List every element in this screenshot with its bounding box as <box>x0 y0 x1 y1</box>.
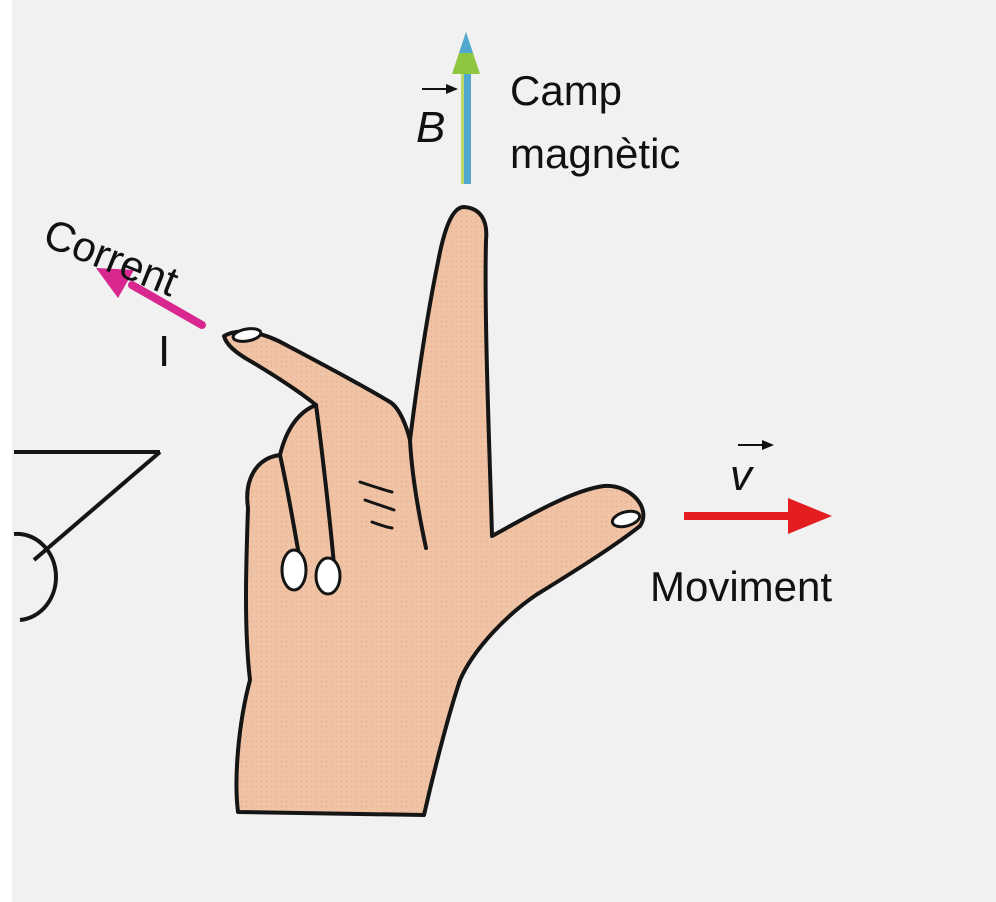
vector-arrow-icon <box>738 440 774 450</box>
b-symbol: B <box>416 103 446 152</box>
i-symbol: I <box>158 327 171 376</box>
hand-icon <box>222 205 646 817</box>
movement-label: Moviment <box>650 563 833 610</box>
current-arrow-icon <box>96 268 206 329</box>
field-label-line2: magnètic <box>510 130 681 177</box>
apparatus-fragment <box>13 450 162 622</box>
vector-arrow-icon <box>422 84 458 94</box>
field-arrow-icon <box>452 32 480 184</box>
movement-arrow-icon <box>684 498 832 534</box>
v-symbol: v <box>730 451 752 500</box>
v-vector-symbol: v <box>728 438 778 508</box>
scanned-page-background <box>12 0 996 902</box>
field-label-line1: Camp <box>510 67 623 114</box>
b-vector-symbol: B <box>414 82 464 152</box>
